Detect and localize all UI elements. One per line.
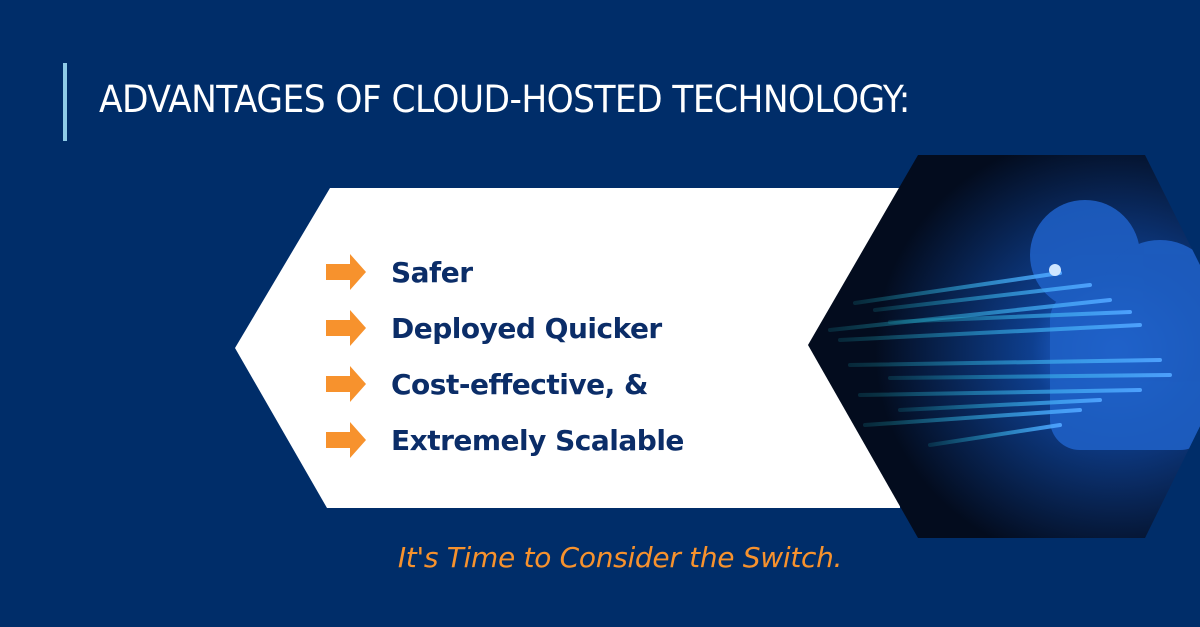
list-item: Deployed Quicker — [326, 300, 684, 356]
arrow-right-icon — [326, 310, 366, 346]
arrow-right-icon — [326, 366, 366, 402]
list-item: Extremely Scalable — [326, 412, 684, 468]
title-accent-bar — [63, 63, 67, 141]
list-item: Safer — [326, 244, 684, 300]
item-label: Deployed Quicker — [391, 311, 662, 345]
item-label: Cost-effective, & — [391, 367, 648, 401]
list-item: Cost-effective, & — [326, 356, 684, 412]
arrow-right-icon — [326, 254, 366, 290]
item-label: Safer — [391, 255, 473, 289]
advantages-list: Safer Deployed Quicker Cost-effective, &… — [326, 244, 684, 468]
item-label: Extremely Scalable — [391, 423, 684, 457]
tagline: It's Time to Consider the Switch. — [397, 541, 843, 574]
arrow-right-icon — [326, 422, 366, 458]
page-title: ADVANTAGES OF CLOUD-HOSTED TECHNOLOGY: — [99, 78, 910, 121]
